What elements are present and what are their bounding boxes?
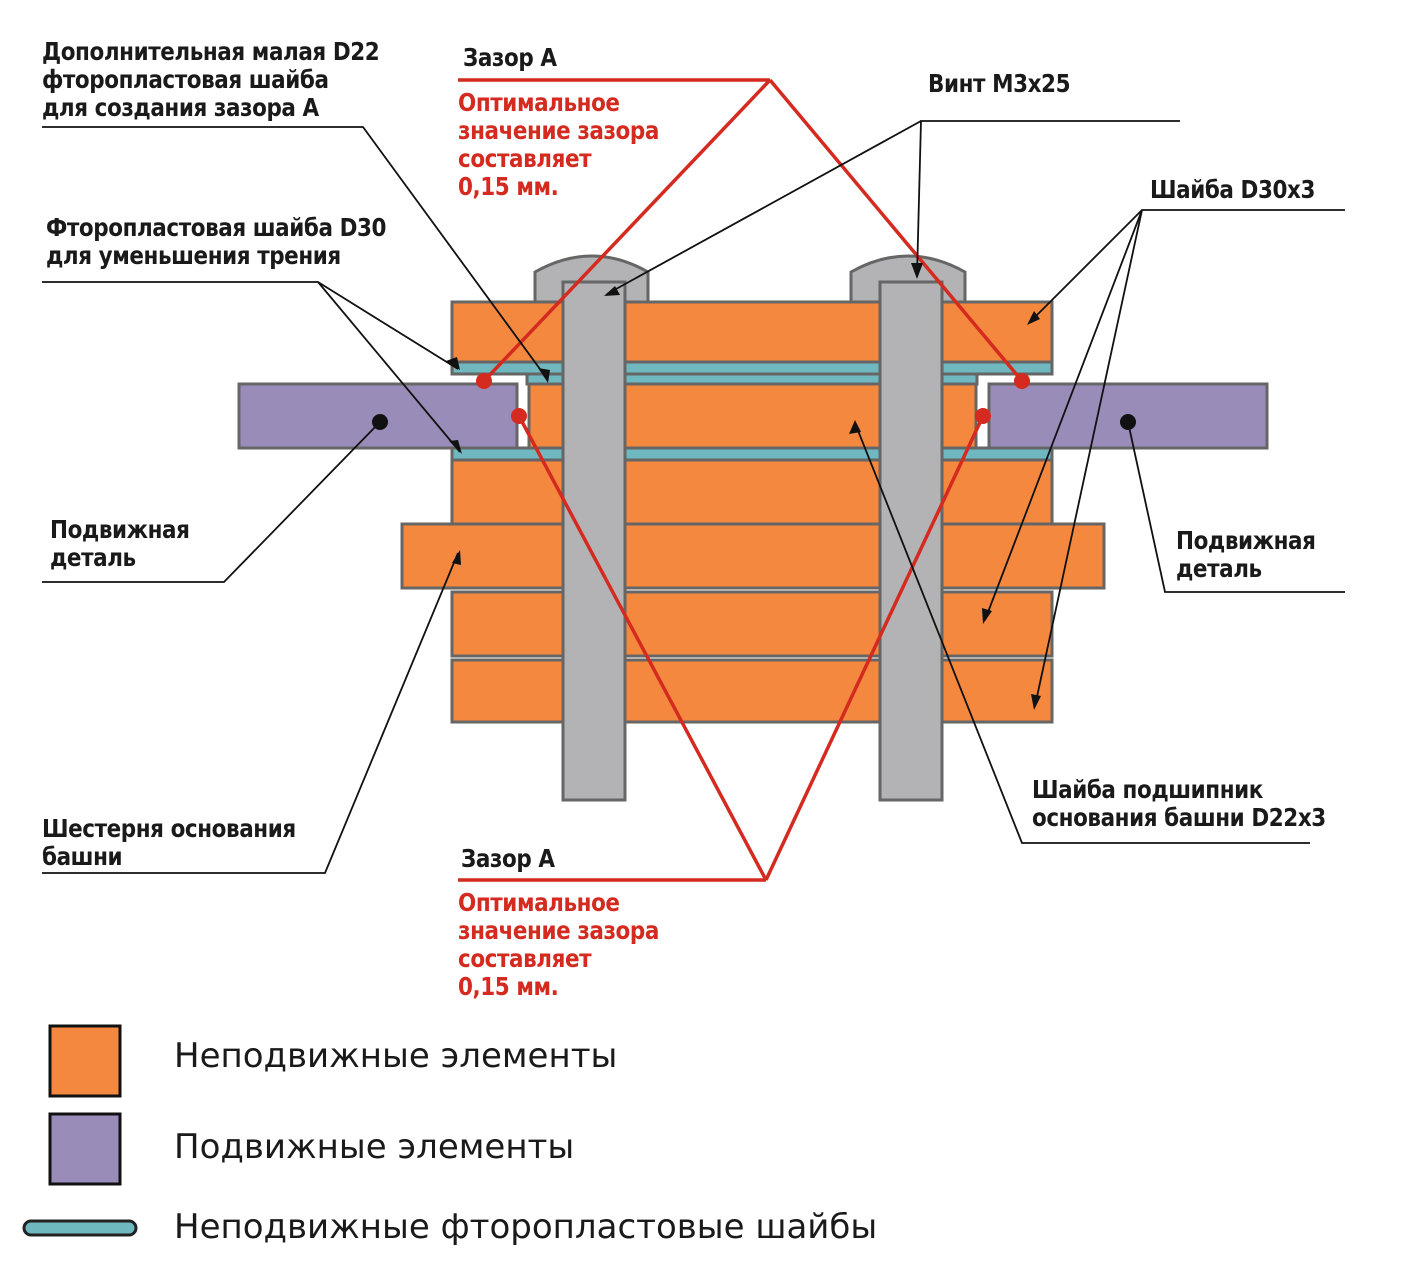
washer-d30-top (450, 300, 1054, 364)
label-ptfe-washer: Фторопластовая шайба D30 для уменьшения … (46, 213, 387, 270)
label-gap-top-title: Зазор А (463, 43, 557, 72)
label-screw: Винт М3х25 (928, 69, 1071, 98)
legend-swatch-ptfe (22, 1219, 138, 1237)
leader-lines (42, 120, 1345, 874)
screw-shaft-right (878, 280, 944, 802)
washer-d30-2 (450, 458, 1054, 526)
washer-d30-4 (450, 658, 1054, 724)
label-gap-bottom-note: Оптимальное значение зазора составляет 0… (458, 888, 659, 1001)
label-washer-d30x3: Шайба D30х3 (1150, 175, 1316, 204)
leader-arrowheads (446, 263, 1041, 710)
moving-part-left-dot (372, 414, 388, 430)
screw-shaft-left (561, 280, 627, 802)
label-base-gear: Шестерня основания башни (42, 814, 296, 871)
gap-point-tl (476, 373, 492, 389)
gap-lines-top (458, 78, 1024, 383)
legend-text-fixed: Неподвижные элементы (174, 1036, 618, 1076)
moving-part-right-dot (1120, 414, 1136, 430)
gap-point-br (975, 408, 991, 424)
washer-d30-3 (450, 590, 1054, 658)
label-gap-top-note: Оптимальное значение зазора составляет 0… (458, 88, 659, 201)
legend-swatch-fixed (48, 1024, 122, 1098)
label-bearing-washer: Шайба подшипник основания башни D22х3 (1032, 775, 1326, 832)
label-extra-washer: Дополнительная малая D22 фторопластовая … (42, 37, 380, 122)
label-gap-bottom-title: Зазор А (461, 844, 555, 873)
base-gear (400, 522, 1106, 590)
legend-text-moving: Подвижные элементы (174, 1127, 575, 1167)
label-moving-part-right: Подвижная деталь (1176, 526, 1316, 583)
gap-lines-bottom (458, 415, 985, 882)
legend-text-ptfe: Неподвижные фторопластовые шайбы (174, 1207, 878, 1247)
label-moving-part-left: Подвижная деталь (50, 515, 190, 572)
legend-swatch-moving (48, 1112, 122, 1186)
gap-point-bl (511, 408, 527, 424)
gap-point-tr (1014, 373, 1030, 389)
